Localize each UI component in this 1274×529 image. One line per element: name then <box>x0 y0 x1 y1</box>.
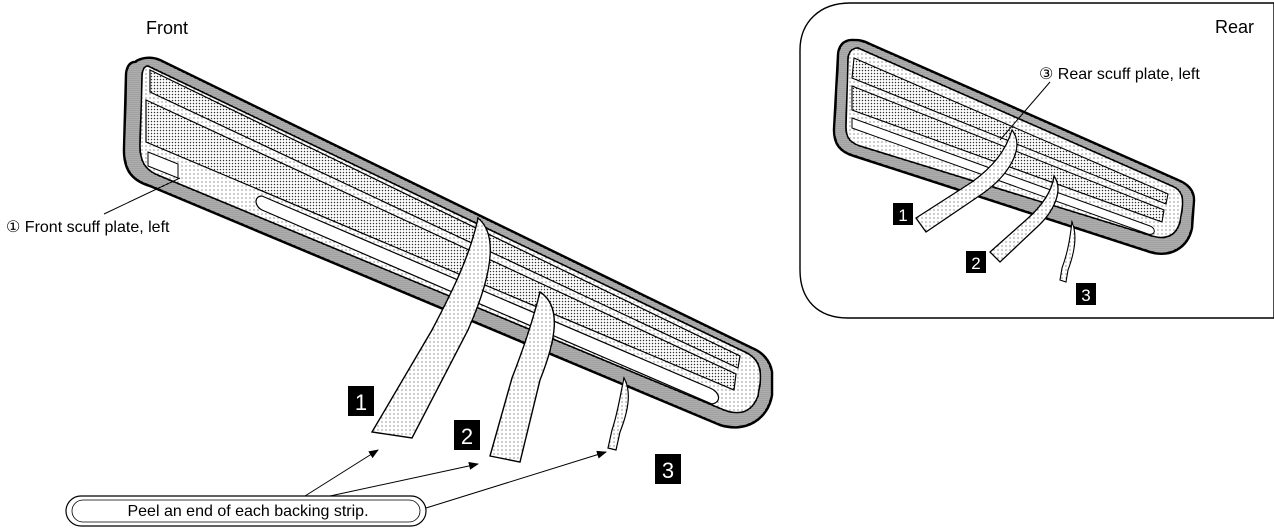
rear-badge-3: 3 <box>1076 283 1096 305</box>
svg-text:1: 1 <box>355 390 367 415</box>
rear-strip-1 <box>915 128 1018 233</box>
svg-text:2: 2 <box>971 254 980 273</box>
front-badge-2: 2 <box>454 420 480 450</box>
front-badge-1: 1 <box>348 386 374 416</box>
rear-backing-strips <box>915 128 1076 283</box>
front-scuff-plate <box>122 56 774 429</box>
rear-badge-2: 2 <box>966 251 986 273</box>
front-heading: Front <box>146 18 188 38</box>
front-part-leader <box>103 177 181 215</box>
front-badge-3: 3 <box>655 454 681 484</box>
svg-text:2: 2 <box>461 424 473 449</box>
rear-badge-1: 1 <box>893 203 913 225</box>
callout-arrow-2 <box>329 461 479 497</box>
peel-callout: Peel an end of each backing strip. <box>65 495 427 527</box>
front-strip-3 <box>607 376 629 451</box>
callout-arrow-1 <box>304 449 379 497</box>
svg-text:3: 3 <box>1081 286 1090 305</box>
rear-part-leader <box>999 81 1051 141</box>
front-strip-1 <box>370 216 491 439</box>
front-plate-middle-band <box>145 99 737 391</box>
callout-arrow-3 <box>425 450 607 509</box>
rear-heading: Rear <box>1215 17 1254 37</box>
front-strip-2 <box>489 290 556 463</box>
front-plate-lower-rail <box>255 195 720 405</box>
svg-text:3: 3 <box>662 458 674 483</box>
front-backing-strips <box>370 216 629 463</box>
front-plate-end-cap <box>147 151 179 179</box>
rear-strip-2 <box>989 174 1059 263</box>
svg-text:1: 1 <box>898 206 907 225</box>
peel-callout-text: Peel an end of each backing strip. <box>127 503 368 520</box>
front-plate-top-band <box>149 69 741 369</box>
front-part-label: ① Front scuff plate, left <box>6 219 170 236</box>
rear-strip-3 <box>1059 219 1076 283</box>
rear-part-label: ③ Rear scuff plate, left <box>1039 66 1200 83</box>
rear-plate-top-band <box>851 57 1169 205</box>
